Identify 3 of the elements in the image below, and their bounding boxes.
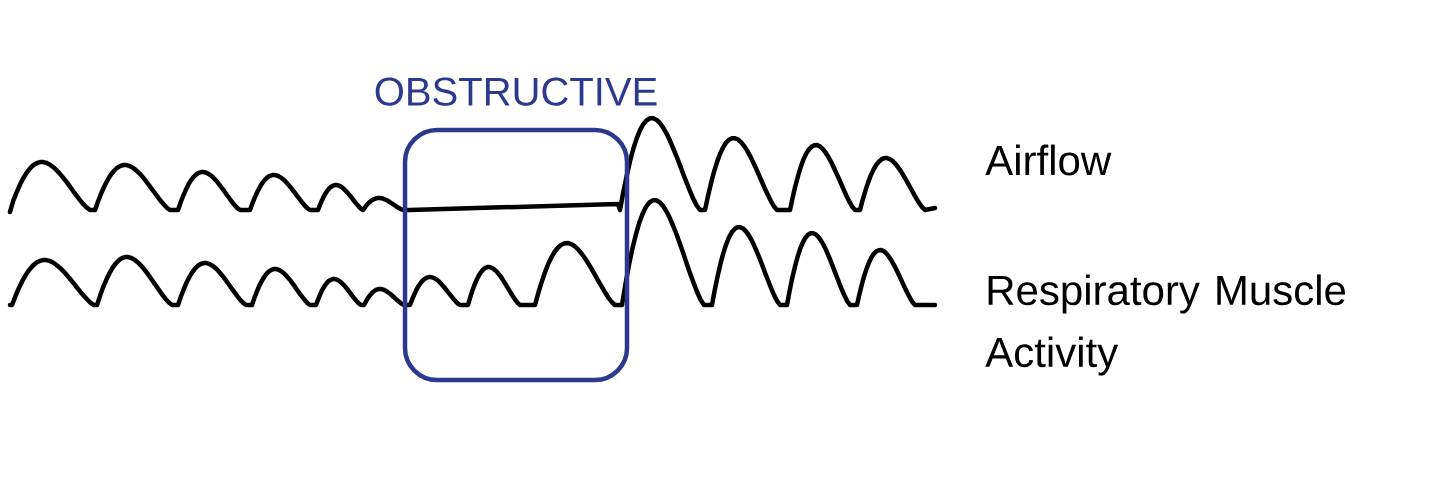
trace-label: Respiratory Muscle Activity xyxy=(985,274,1346,376)
box-heading: OBSTRUCTIVE xyxy=(375,77,657,106)
trace-label: Airflow xyxy=(985,144,1112,176)
